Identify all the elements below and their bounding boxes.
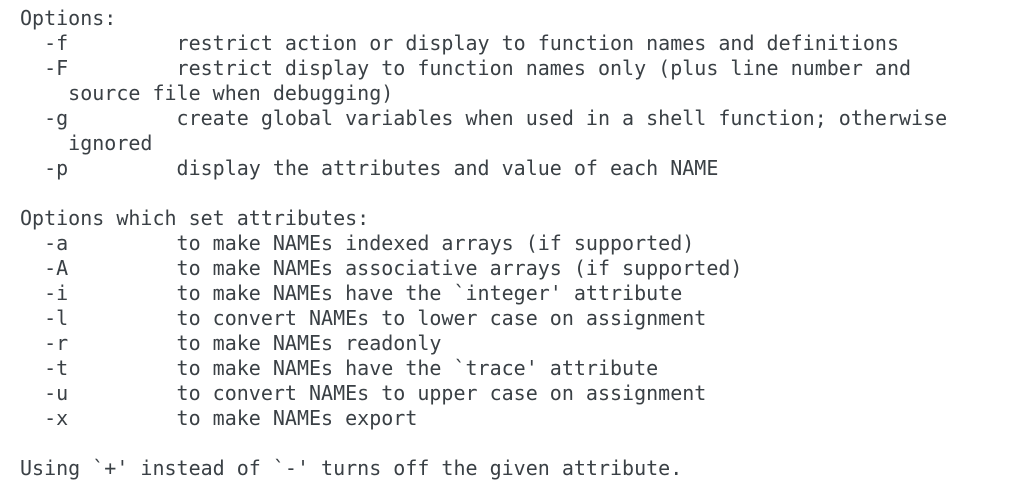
option-line-r: -r to make NAMEs readonly bbox=[20, 331, 442, 355]
blank-line bbox=[20, 431, 1027, 456]
option-line-p: -p display the attributes and value of e… bbox=[20, 156, 719, 180]
option-line-u: -u to convert NAMEs to upper case on ass… bbox=[20, 381, 707, 405]
option-line-f: -f restrict action or display to functio… bbox=[20, 31, 899, 55]
option-line-F: -F restrict display to function names on… bbox=[20, 56, 912, 80]
option-line-F-continuation: source file when debugging) bbox=[20, 81, 394, 105]
help-section-heading: Options: bbox=[20, 6, 117, 30]
option-line-l: -l to convert NAMEs to lower case on ass… bbox=[20, 306, 707, 330]
option-line-t: -t to make NAMEs have the `trace' attrib… bbox=[20, 356, 659, 380]
blank-line bbox=[20, 181, 1027, 206]
option-line-g-continuation: ignored bbox=[20, 131, 153, 155]
option-line-g: -g create global variables when used in … bbox=[20, 106, 948, 130]
option-line-A: -A to make NAMEs associative arrays (if … bbox=[20, 256, 743, 280]
help-section-heading-attributes: Options which set attributes: bbox=[20, 206, 370, 230]
option-line-x: -x to make NAMEs export bbox=[20, 406, 418, 430]
footer-note-line: Using `+' instead of `-' turns off the g… bbox=[20, 456, 683, 480]
option-line-i: -i to make NAMEs have the `integer' attr… bbox=[20, 281, 683, 305]
option-line-a: -a to make NAMEs indexed arrays (if supp… bbox=[20, 231, 695, 255]
